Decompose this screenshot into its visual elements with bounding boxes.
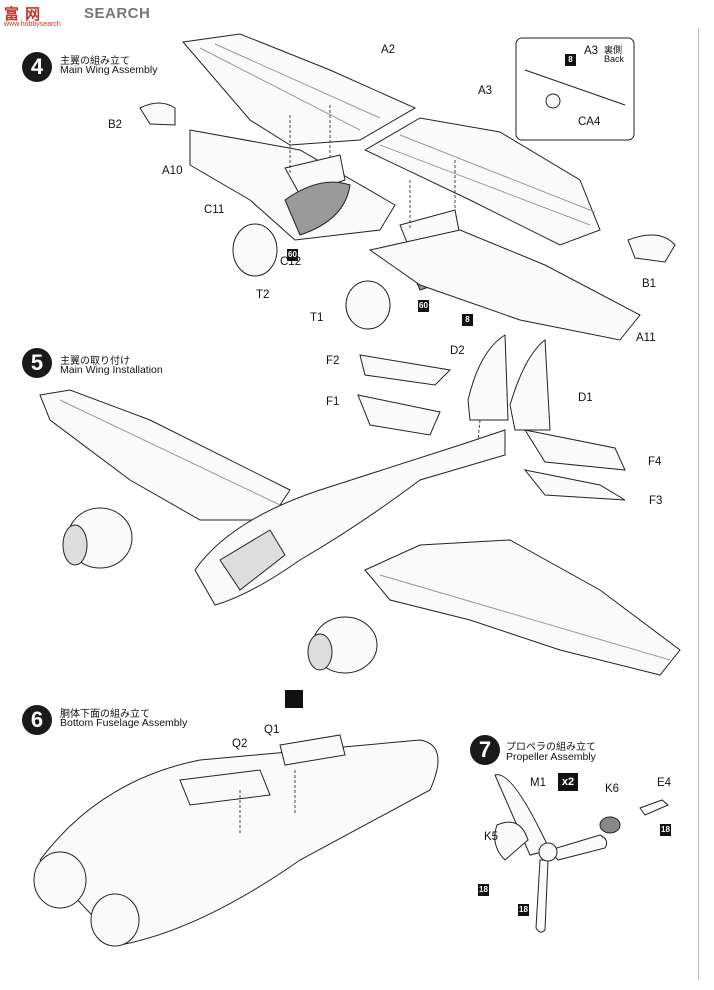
paint-badge-18-e4: 18 bbox=[660, 824, 671, 836]
left-wing-illustration bbox=[39, 389, 291, 521]
part-label-F4: F4 bbox=[648, 456, 662, 468]
part-label-C12: C12 bbox=[280, 256, 302, 268]
tail-fin-D1-illustration bbox=[509, 339, 551, 431]
paint-badge-8-inset: 8 bbox=[565, 54, 576, 66]
part-label-F3: F3 bbox=[649, 495, 663, 507]
part-label-A10: A10 bbox=[162, 165, 183, 177]
step-4-number: 4 bbox=[22, 52, 52, 82]
right-wing-illustration bbox=[364, 539, 681, 676]
step-4-title-en: Main Wing Assembly bbox=[60, 64, 158, 76]
part-label-D1: D1 bbox=[578, 392, 593, 404]
part-label-A11: A11 bbox=[636, 332, 656, 344]
part-label-E4: E4 bbox=[657, 777, 672, 789]
step-7-title-jp: プロペラの組み立て bbox=[506, 742, 596, 753]
step-7-title-en: Propeller Assembly bbox=[506, 751, 596, 763]
wing-A3-illustration bbox=[363, 117, 601, 246]
paint-badge-60-left: 60 bbox=[287, 249, 298, 261]
step-5-title-jp: 主翼の取り付け bbox=[60, 356, 130, 367]
wing-A11-illustration bbox=[368, 229, 641, 341]
part-label-F2: F2 bbox=[326, 355, 340, 367]
watermark-logo: 富 网 bbox=[4, 6, 42, 23]
part-label-B1: B1 bbox=[642, 278, 657, 290]
part-label-Q2: Q2 bbox=[232, 738, 248, 750]
part-label-B2: B2 bbox=[108, 119, 123, 131]
step-6-title-jp: 胴体下面の組み立て bbox=[60, 709, 150, 720]
paint-swatch-black bbox=[285, 690, 303, 708]
part-label-C11: C11 bbox=[204, 204, 225, 216]
tail-fin-D2-illustration bbox=[467, 334, 509, 421]
part-label-back-en: Back bbox=[604, 54, 625, 64]
part-label-CA4: CA4 bbox=[578, 116, 601, 128]
part-label-back-jp: 裏側 bbox=[604, 45, 623, 55]
part-label-M1: M1 bbox=[530, 777, 546, 789]
step-7-number: 7 bbox=[470, 735, 500, 765]
part-label-F1: F1 bbox=[326, 396, 340, 408]
watermark-text: SEARCH bbox=[84, 5, 151, 22]
watermark-url: www.hobbysearch bbox=[4, 21, 61, 28]
wing-A10-illustration bbox=[189, 129, 396, 241]
step-5-number: 5 bbox=[22, 348, 52, 378]
step-4-title-jp: 主翼の組み立て bbox=[60, 56, 130, 67]
part-label-K6: K6 bbox=[605, 783, 620, 795]
part-label-Q1: Q1 bbox=[264, 724, 280, 736]
part-label-T2: T2 bbox=[256, 289, 270, 301]
watermark: 富 网 www.hobbysearch SEARCH bbox=[0, 0, 230, 30]
wing-A2-illustration bbox=[182, 33, 417, 146]
step-6-number: 6 bbox=[22, 705, 52, 735]
paint-badge-60-right: 60 bbox=[418, 300, 429, 312]
page-border bbox=[18, 28, 699, 980]
step-6-title-en: Bottom Fuselage Assembly bbox=[60, 717, 188, 729]
part-label-D2: D2 bbox=[450, 345, 465, 357]
part-label-A3: A3 bbox=[478, 85, 493, 97]
bottom-fuselage-illustration bbox=[39, 739, 439, 946]
paint-badge-8: 8 bbox=[462, 314, 473, 326]
paint-badge-18-prop: 18 bbox=[518, 904, 529, 916]
quantity-badge-x2: x2 bbox=[558, 773, 578, 791]
part-label-A2: A2 bbox=[381, 44, 396, 56]
step-5-title-en: Main Wing Installation bbox=[60, 364, 163, 376]
part-label-A3-inset: A3 bbox=[584, 45, 599, 57]
paint-badge-18-k5: 18 bbox=[478, 884, 489, 896]
part-label-K5: K5 bbox=[484, 831, 499, 843]
part-label-T1: T1 bbox=[310, 312, 324, 324]
